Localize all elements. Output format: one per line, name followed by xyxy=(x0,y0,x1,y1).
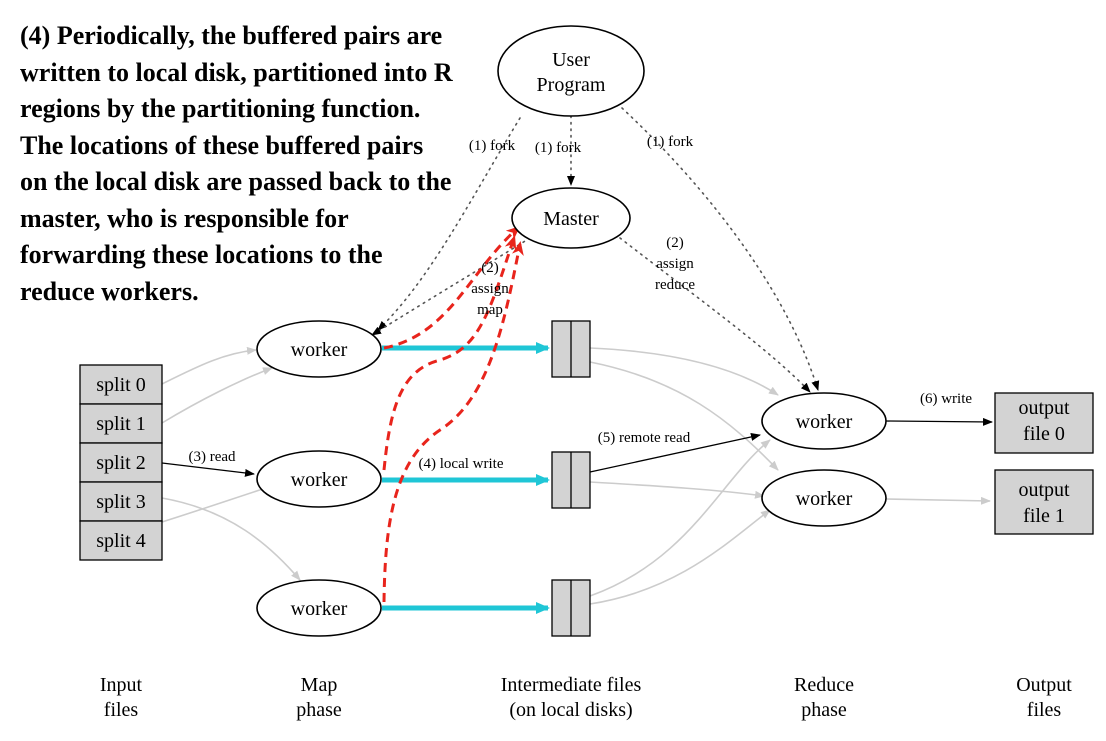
annotation-line-1: (4) Periodically, the buffered pairs are xyxy=(20,21,443,50)
intermediate-files-label-1: Intermediate files xyxy=(501,674,642,696)
map-phase-label-1: Map xyxy=(301,674,338,696)
reduce-phase-label-2: phase xyxy=(801,699,847,721)
fork-edge-to-map-worker xyxy=(377,117,521,331)
split-label-3: split 3 xyxy=(96,491,145,513)
intermediate-file-2 xyxy=(551,451,591,509)
split-box-4: split 4 xyxy=(79,520,163,561)
reduce-worker-2-label: worker xyxy=(796,488,853,510)
assign-map-label-1: (2) xyxy=(481,260,499,276)
map-worker-1: worker xyxy=(256,320,382,378)
assign-map-label-2: assign xyxy=(471,281,509,297)
output-file-0: output file 0 xyxy=(994,392,1094,454)
split-label-1: split 1 xyxy=(96,413,145,435)
map-worker-1-label: worker xyxy=(291,339,348,361)
assign-reduce-label-2: assign xyxy=(656,256,694,272)
split-box-2: split 2 xyxy=(79,442,163,483)
fork-edge-to-reduce-worker xyxy=(621,107,820,391)
remote-read-edge xyxy=(589,433,761,473)
write-edge xyxy=(885,417,993,426)
fork-right-label: (1) fork xyxy=(647,134,694,150)
file-c-to-reduce-edge-1 xyxy=(589,439,771,597)
input-files-label-1: Input xyxy=(100,674,143,696)
location-report-arrow-3 xyxy=(382,241,524,603)
read-label: (3) read xyxy=(188,449,236,465)
annotation-line-4: The locations of these buffered pairs xyxy=(20,130,424,160)
split-box-1: split 1 xyxy=(79,403,163,444)
output-files-label-1: Output xyxy=(1016,674,1072,696)
edge-labels: (1) fork (1) fork (1) fork (2) assign ma… xyxy=(188,134,972,472)
intermediate-to-reduce-edges xyxy=(589,347,991,605)
output-file-1: output file 1 xyxy=(994,469,1094,535)
reduce-worker-2: worker xyxy=(761,469,887,527)
assign-map-label-3: map xyxy=(477,302,503,318)
split3b-to-worker-edge xyxy=(161,497,301,581)
intermediate-files xyxy=(551,320,591,637)
fork-left-label: (1) fork xyxy=(469,138,516,154)
reduce2-to-output1-edge xyxy=(885,496,991,505)
intermediate-files-label-2: (on local disks) xyxy=(509,699,632,721)
location-report-arrow-2 xyxy=(382,235,517,471)
write-label: (6) write xyxy=(920,391,972,407)
annotation-line-8: reduce workers. xyxy=(20,276,199,306)
assign-reduce-label-1: (2) xyxy=(666,235,684,251)
master-node: Master xyxy=(511,187,631,249)
split-label-2: split 2 xyxy=(96,452,145,474)
file-a-to-reduce-edge-1 xyxy=(589,347,779,396)
local-write-arrows xyxy=(382,342,550,614)
split-box-3: split 3 xyxy=(79,481,163,522)
map-worker-2: worker xyxy=(256,450,382,508)
map-worker-2-label: worker xyxy=(291,469,348,491)
user-program-label-line2: Program xyxy=(537,74,606,96)
map-phase-label-2: phase xyxy=(296,699,342,721)
user-program-node: User Program xyxy=(497,25,645,117)
split3-to-worker-edge xyxy=(161,483,276,523)
location-report-arrows xyxy=(382,226,524,603)
output-file-1-line2: file 1 xyxy=(1023,505,1065,527)
local-write-label: (4) local write xyxy=(419,456,504,472)
output-file-0-line1: output xyxy=(1018,397,1070,419)
map-worker-3-label: worker xyxy=(291,598,348,620)
assign-map-edge xyxy=(371,237,531,336)
split0-to-worker-edge xyxy=(161,346,257,385)
file-b-to-reduce-edge-2 xyxy=(589,481,765,499)
assign-reduce-edge xyxy=(619,237,811,393)
column-labels: Input files Map phase Intermediate files… xyxy=(100,674,1072,721)
input-splits: split 0 split 1 split 2 split 3 split 4 xyxy=(79,364,163,561)
output-file-1-line1: output xyxy=(1018,479,1070,501)
annotation-line-3: regions by the partitioning function. xyxy=(20,94,421,123)
split-label-4: split 4 xyxy=(96,530,145,552)
split-label-0: split 0 xyxy=(96,374,145,396)
reduce-worker-1-label: worker xyxy=(796,411,853,433)
remote-read-label: (5) remote read xyxy=(598,430,691,446)
output-files-label-2: files xyxy=(1027,699,1062,721)
file-c-to-reduce-edge-2 xyxy=(589,509,771,605)
read-edge xyxy=(161,462,255,477)
annotation-line-5: on the local disk are passed back to the xyxy=(20,167,452,196)
split-box-0: split 0 xyxy=(79,364,163,405)
annotation-line-6: master, who is responsible for xyxy=(20,203,349,233)
location-report-arrow-1 xyxy=(383,226,521,350)
intermediate-file-3 xyxy=(551,579,591,637)
input-files-label-2: files xyxy=(104,699,139,721)
output-file-0-line2: file 0 xyxy=(1023,423,1065,445)
assign-reduce-label-3: reduce xyxy=(655,277,695,293)
fork-center-label: (1) fork xyxy=(535,140,582,156)
annotation-text: (4) Periodically, the buffered pairs are… xyxy=(20,18,540,310)
annotation-line-2: written to local disk, partitioned into … xyxy=(20,57,453,87)
annotation-line-7: forwarding these locations to the xyxy=(20,240,383,269)
control-edges xyxy=(371,107,820,393)
user-program-label-line1: User xyxy=(552,49,590,71)
file-a-to-reduce-edge-2 xyxy=(589,361,779,471)
data-edges xyxy=(161,417,993,477)
reduce-phase-label-1: Reduce xyxy=(794,674,854,696)
map-worker-3: worker xyxy=(256,579,382,637)
master-label: Master xyxy=(543,208,599,230)
split1-to-worker-edge xyxy=(161,367,273,424)
reduce-worker-1: worker xyxy=(761,392,887,450)
intermediate-file-1 xyxy=(551,320,591,378)
